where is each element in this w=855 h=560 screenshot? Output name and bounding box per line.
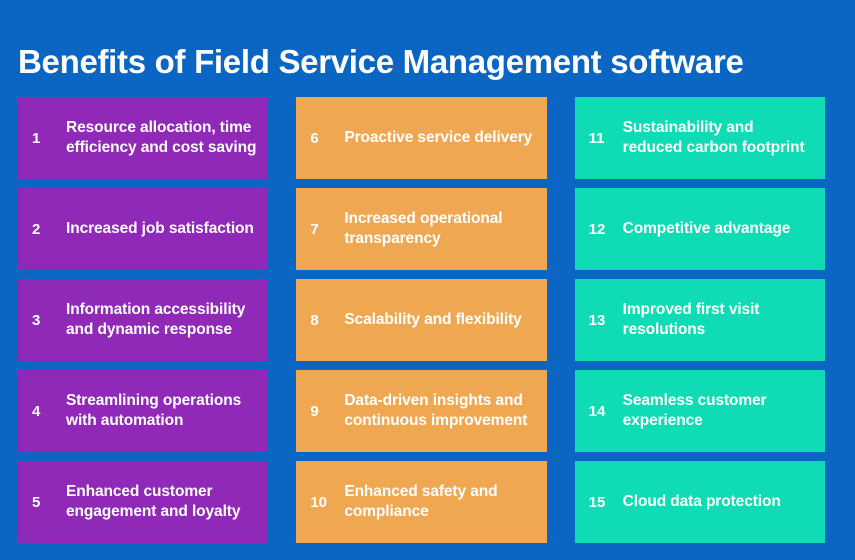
benefit-label: Sustainability and reduced carbon footpr… (622, 118, 805, 156)
benefit-column-2: 6 Proactive service delivery 7 Increased… (296, 97, 547, 543)
benefit-column-3: 11 Sustainability and reduced carbon foo… (574, 97, 825, 543)
benefit-card[interactable]: 2 Increased job satisfaction (18, 188, 269, 270)
page-title: Benefits of Field Service Management sof… (18, 43, 744, 80)
benefit-number: 14 (588, 402, 606, 420)
benefit-label: Resource allocation, time efficiency and… (66, 118, 257, 156)
benefit-card[interactable]: 7 Increased operational transparency (296, 188, 547, 270)
benefit-number: 10 (310, 493, 328, 511)
benefit-number: 1 (32, 129, 41, 147)
benefit-label: Proactive service delivery (344, 128, 533, 146)
benefit-card[interactable]: 8 Scalability and flexibility (296, 279, 547, 361)
benefit-card[interactable]: 9 Data-driven insights and continuous im… (296, 370, 547, 452)
benefit-card[interactable]: 10 Enhanced safety and compliance (296, 461, 547, 543)
benefit-label: Enhanced safety and compliance (344, 482, 498, 520)
benefit-columns: 1 Resource allocation, time efficiency a… (18, 97, 825, 543)
benefit-label: Scalability and flexibility (344, 310, 522, 328)
benefit-card[interactable]: 11 Sustainability and reduced carbon foo… (574, 97, 825, 179)
benefit-card[interactable]: 6 Proactive service delivery (296, 97, 547, 179)
benefit-number: 13 (588, 311, 606, 329)
benefit-label: Streamlining operations with automation (66, 391, 242, 429)
benefit-card[interactable]: 5 Enhanced customer engagement and loyal… (18, 461, 269, 543)
benefit-column-1: 1 Resource allocation, time efficiency a… (18, 97, 269, 543)
benefit-number: 6 (310, 129, 319, 147)
benefit-card[interactable]: 14 Seamless customer experience (574, 370, 825, 452)
benefit-number: 8 (310, 311, 319, 329)
benefit-label: Data-driven insights and continuous impr… (344, 391, 528, 429)
benefit-label: Competitive advantage (622, 219, 791, 237)
benefit-card[interactable]: 1 Resource allocation, time efficiency a… (18, 97, 269, 179)
benefit-label: Cloud data protection (622, 492, 781, 510)
benefit-label: Information accessibility and dynamic re… (66, 300, 246, 338)
benefit-card[interactable]: 3 Information accessibility and dynamic … (18, 279, 269, 361)
benefit-card[interactable]: 12 Competitive advantage (574, 188, 825, 270)
benefit-number: 2 (32, 220, 41, 238)
benefit-label: Improved first visit resolutions (622, 300, 760, 338)
benefit-number: 5 (32, 493, 41, 511)
benefit-label: Enhanced customer engagement and loyalty (66, 482, 241, 520)
benefit-number: 15 (588, 493, 606, 511)
benefit-number: 9 (310, 402, 319, 420)
benefit-card[interactable]: 15 Cloud data protection (574, 461, 825, 543)
benefit-card[interactable]: 4 Streamlining operations with automatio… (18, 370, 269, 452)
benefit-number: 3 (32, 311, 41, 329)
benefit-label: Seamless customer experience (622, 391, 767, 429)
benefit-number: 11 (588, 129, 605, 147)
benefit-number: 7 (310, 220, 319, 238)
benefit-label: Increased job satisfaction (66, 219, 254, 237)
benefit-number: 4 (32, 402, 41, 420)
benefit-label: Increased operational transparency (344, 209, 503, 247)
benefit-card[interactable]: 13 Improved first visit resolutions (574, 279, 825, 361)
benefit-number: 12 (588, 220, 606, 238)
